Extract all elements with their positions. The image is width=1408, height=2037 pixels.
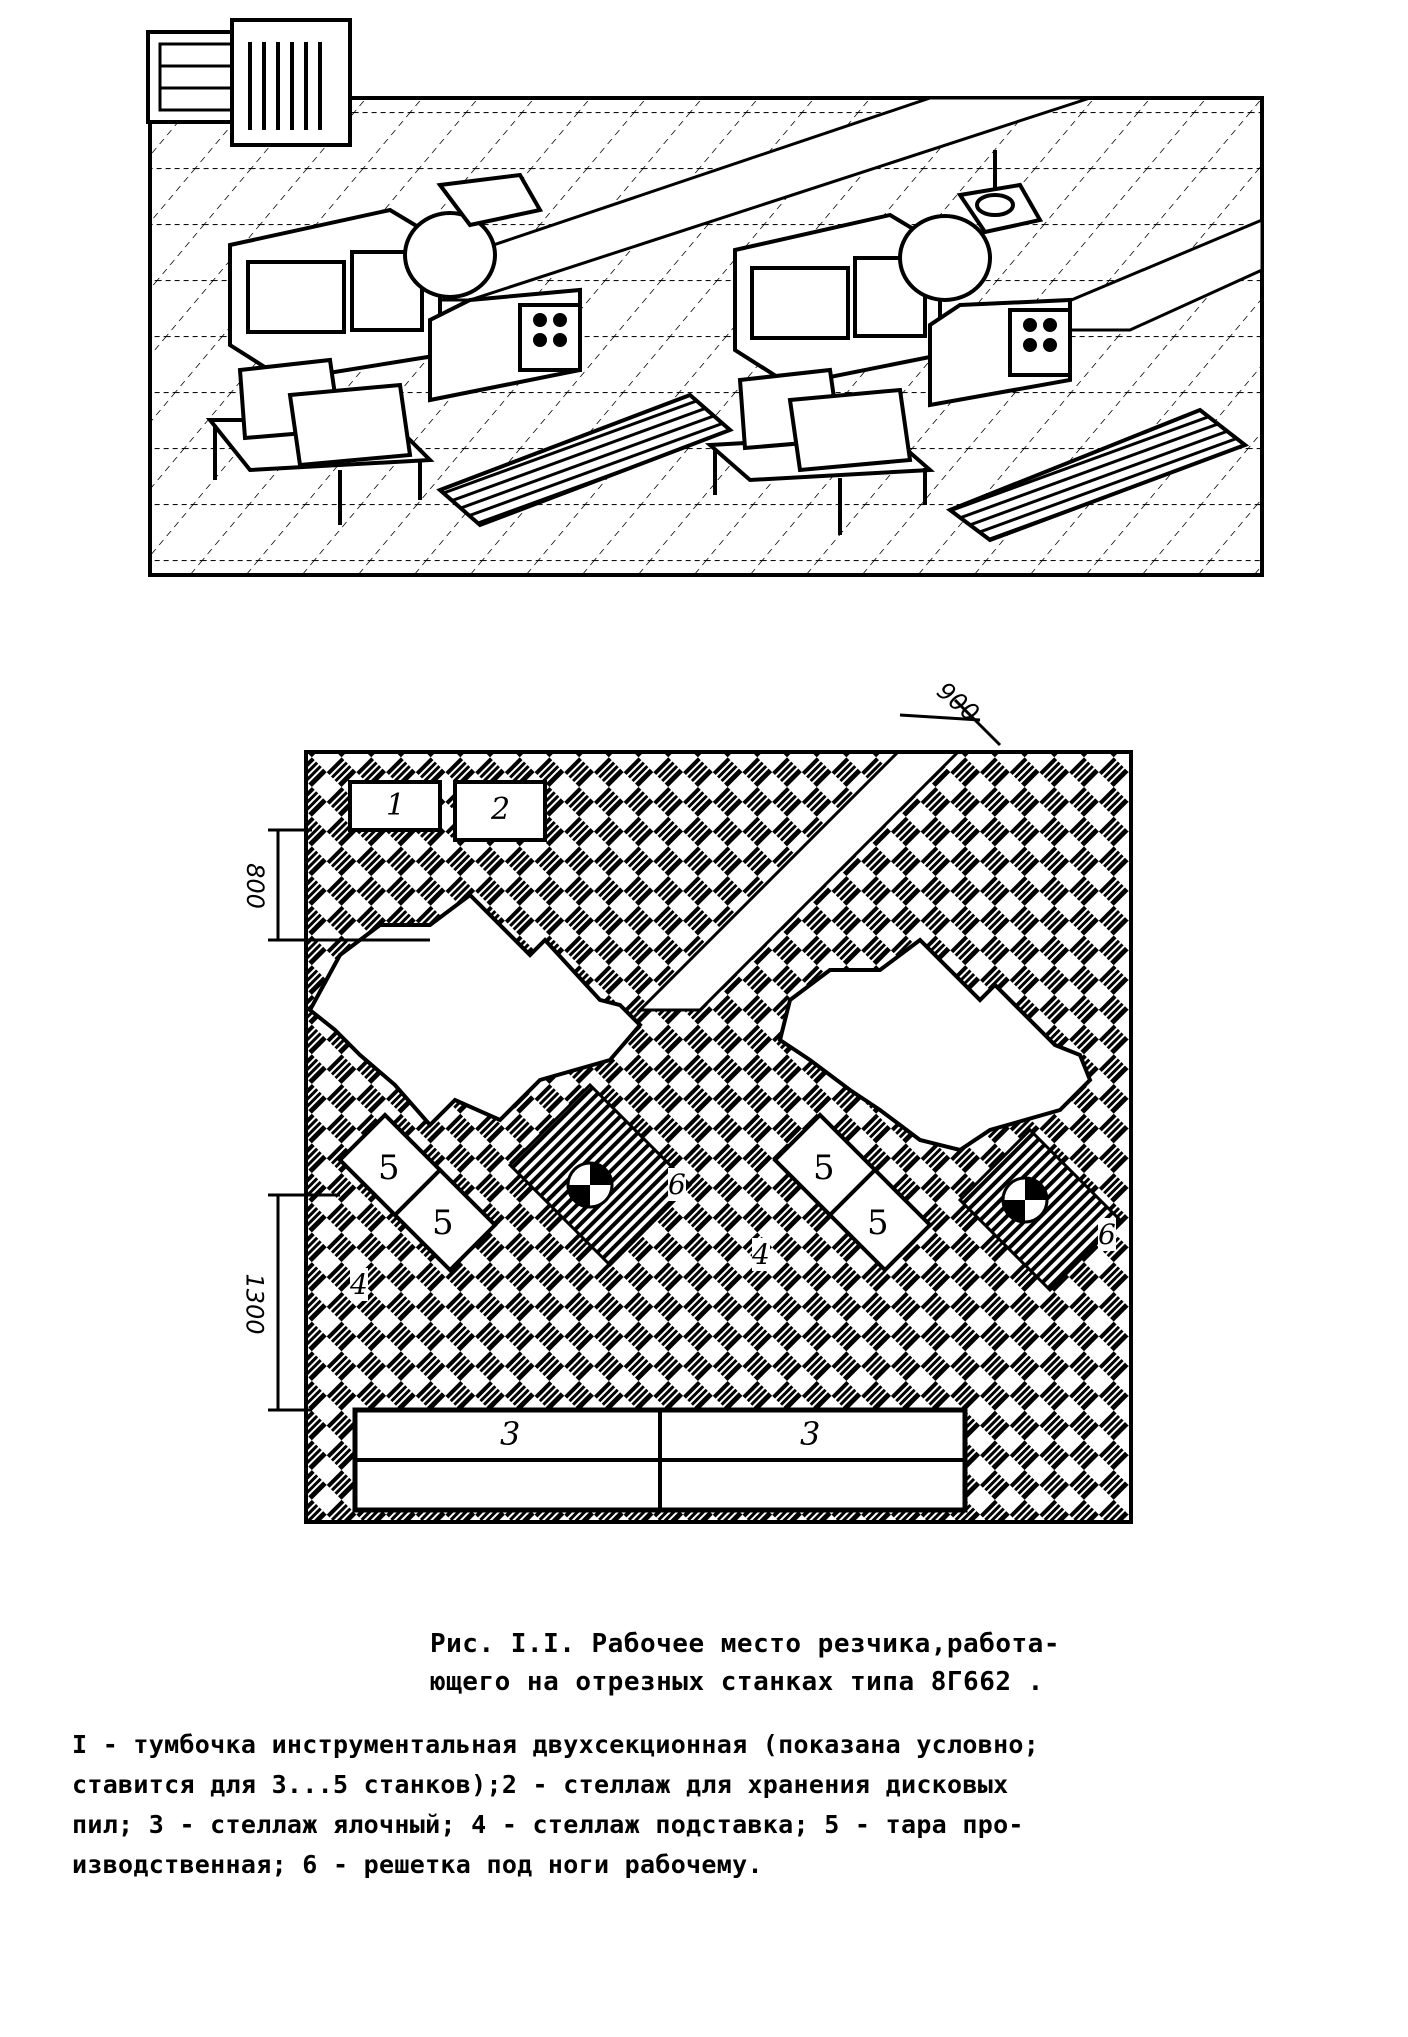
workplace-plan-drawing xyxy=(268,698,1133,1524)
caption-title-line-2: ющего на отрезных станках типа 8Г662 . xyxy=(430,1667,1044,1697)
container-a2 xyxy=(392,1167,498,1273)
machine-footprint-a xyxy=(307,892,643,1128)
caption-title-line-1: Рис. I.I. Рабочее место резчика,работа- xyxy=(430,1629,1060,1659)
caption-legend-line-2: ставится для 3...5 станков);2 - стеллаж … xyxy=(72,1770,1009,1799)
floor-tiles xyxy=(306,752,1131,1522)
aisle xyxy=(636,752,961,1012)
cutting-machine-b xyxy=(704,150,1250,543)
dimension-900 xyxy=(899,698,1002,747)
figure-caption-title: Рис. I.I. Рабочее место резчика,работа- … xyxy=(430,1625,1350,1701)
workshop-perspective-illustration xyxy=(146,18,1264,577)
caption-legend-line-1: I - тумбочка инструментальная двухсекцио… xyxy=(72,1730,1040,1759)
saw-rack-box xyxy=(453,780,547,842)
tool-cabinet-box xyxy=(348,780,442,832)
plan-border xyxy=(304,750,1133,1524)
rack-3-group xyxy=(352,1407,968,1513)
figure-caption-legend: I - тумбочка инструментальная двухсекцио… xyxy=(72,1725,1372,1885)
caption-legend-line-3: пил; 3 - стеллаж ялочный; 4 - стеллаж по… xyxy=(72,1810,1024,1839)
machine-center-marker-a xyxy=(566,1161,614,1209)
caption-legend-line-4: изводственная; 6 - решетка под ноги рабо… xyxy=(72,1850,763,1879)
container-b2 xyxy=(827,1167,933,1273)
machine-center-marker-b xyxy=(1001,1176,1049,1224)
machine-footprint-b xyxy=(777,937,1093,1153)
dimension-1300 xyxy=(268,1193,340,1412)
cutting-machine-a xyxy=(205,172,734,528)
dimension-800 xyxy=(268,828,430,942)
tool-cabinet-illustration xyxy=(146,18,352,147)
